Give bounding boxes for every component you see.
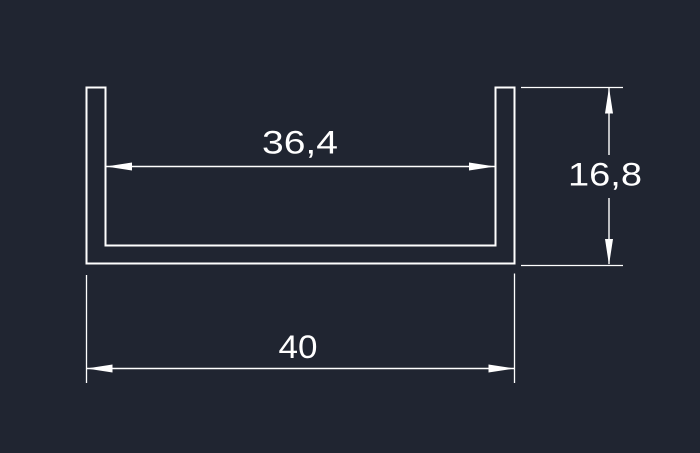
dimension-label-height: 16,8	[568, 157, 642, 193]
arrowhead-left-icon	[86, 364, 113, 373]
arrowhead-right-icon	[488, 364, 515, 373]
arrowhead-left-icon	[106, 162, 132, 171]
arrowhead-right-icon	[469, 162, 495, 171]
dimension-height: 16,8	[521, 86, 642, 267]
dimension-label-outer-width: 40	[279, 329, 318, 365]
arrowhead-down-icon	[605, 239, 613, 265]
dimension-outer-width: 40	[85, 273, 516, 383]
dimension-label-inner-width: 36,4	[262, 125, 338, 161]
dimension-inner-width: 36,4	[106, 125, 495, 171]
arrowhead-up-icon	[605, 87, 613, 114]
u-channel-profile-outline	[85, 86, 516, 265]
